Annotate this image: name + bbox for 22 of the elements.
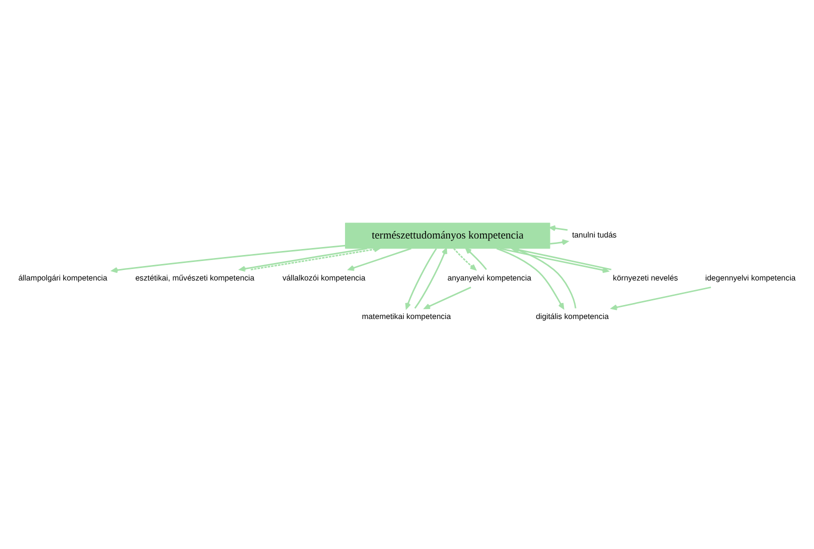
node-text: digitális kompetencia — [536, 312, 609, 322]
arrow — [250, 246, 380, 270]
arrow — [414, 248, 448, 309]
arrow — [610, 286, 712, 310]
node-text: esztétikai, művészeti kompetencia — [135, 273, 254, 282]
node-text: környezeti nevelés — [612, 273, 678, 282]
arrow — [465, 248, 487, 270]
arrow — [550, 239, 568, 246]
node-text: anyanyelvi kompetencia — [447, 273, 532, 282]
arrow — [424, 286, 472, 310]
arrow — [239, 248, 368, 272]
node-text: vállalkozói kompetencia — [282, 273, 366, 282]
node-text: állampolgári kompetencia — [18, 273, 108, 282]
arrow — [111, 244, 346, 274]
arrow — [453, 248, 476, 270]
arrow — [549, 225, 568, 232]
node-text: tanulni tudás — [572, 230, 617, 240]
node-text: idegennyelvi kompetencia — [705, 273, 796, 282]
node-box: természettudományos kompetencia — [345, 222, 550, 249]
arrow — [405, 248, 437, 310]
arrow — [348, 248, 412, 271]
node-text: matemetikai kompetencia — [362, 312, 451, 322]
